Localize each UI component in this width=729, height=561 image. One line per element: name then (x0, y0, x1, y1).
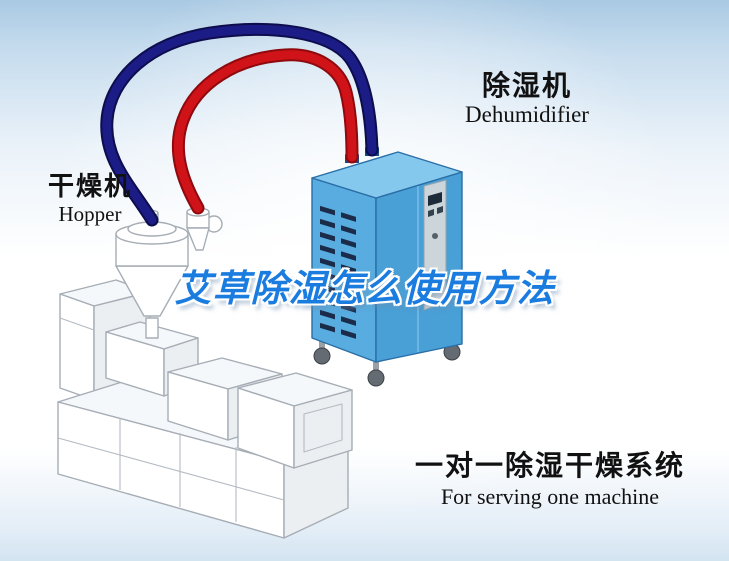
dehumidifier-top-face (311, 151, 463, 199)
system-label: 一对一除湿干燥系统 For serving one machine (392, 450, 708, 509)
hopper-label-zh: 干燥机 (47, 171, 132, 201)
hopper-funnel (115, 209, 189, 339)
hopper-label: 干燥机 Hopper (28, 171, 152, 226)
dehumidifier-label-en: Dehumidifier (465, 102, 589, 128)
dehumidifier-vents (320, 205, 356, 339)
dehumidifier-label-zh: 除湿机 (481, 70, 572, 101)
red-hose (171, 48, 359, 215)
extruder-machine (57, 279, 353, 539)
navy-hose (100, 22, 379, 227)
control-panel (423, 179, 447, 311)
page-title: 艾草除湿怎么使用方法 (174, 268, 555, 309)
blower-unit (186, 207, 223, 251)
dehumidifier-label: 除湿机 Dehumidifier (443, 70, 611, 129)
system-label-en: For serving one machine (440, 484, 660, 510)
system-label-zh: 一对一除湿干燥系统 (414, 450, 685, 481)
hopper-label-en: Hopper (58, 201, 122, 226)
